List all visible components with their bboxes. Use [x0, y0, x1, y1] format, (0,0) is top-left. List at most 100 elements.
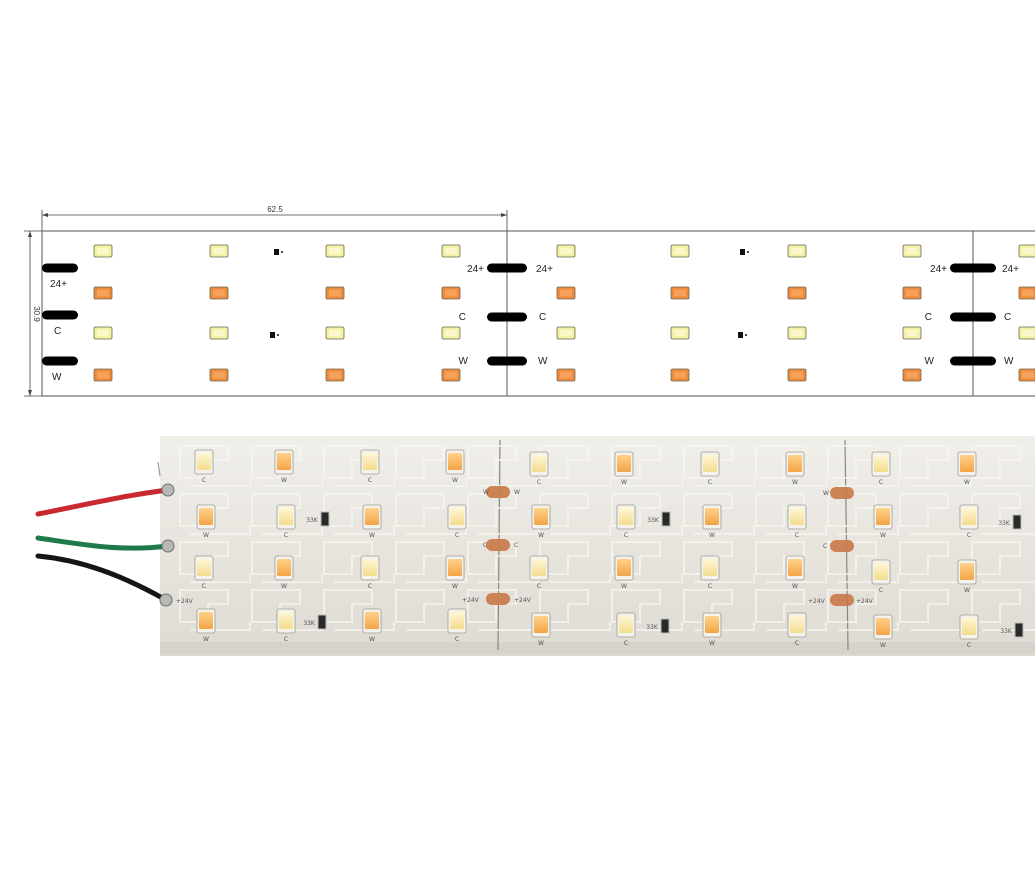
led-lens	[365, 508, 379, 525]
led-lens	[619, 508, 633, 525]
led-lens	[1022, 329, 1034, 337]
copper-trace	[262, 526, 323, 535]
led-silk-cool: C	[624, 640, 628, 647]
led-silk-warm: W	[964, 479, 970, 486]
resistor	[320, 511, 330, 527]
copper-trace	[755, 445, 805, 479]
copper-trace	[622, 574, 683, 583]
copper-trace	[251, 589, 301, 623]
copper-trace	[755, 589, 805, 623]
copper-trace	[550, 622, 611, 631]
copper-trace	[910, 478, 971, 487]
led-silk-warm: W	[452, 477, 458, 484]
pad-silk-plus: +24V	[808, 598, 826, 605]
copper-trace	[694, 526, 755, 535]
led-lens	[788, 559, 802, 576]
led-lens	[197, 559, 211, 576]
copper-trace	[467, 541, 517, 575]
copper-trace	[622, 622, 683, 631]
led-silk-cool: C	[879, 479, 883, 486]
led-lens	[213, 289, 225, 297]
led-silk-warm: W	[369, 532, 375, 539]
led-lens	[960, 563, 974, 580]
copper-trace	[899, 445, 949, 479]
led-lens	[445, 247, 457, 255]
pad-silk-warm: W	[483, 489, 489, 496]
pad-label-cool: C	[539, 312, 546, 323]
resistor	[317, 614, 327, 630]
led-lens	[532, 559, 546, 576]
resistor-dot	[747, 251, 749, 253]
led-silk-cool: C	[708, 479, 712, 486]
drawing-solder-pads	[42, 263, 996, 366]
led-lens	[962, 508, 976, 525]
led-silk-cool: C	[455, 636, 459, 643]
copper-trace	[838, 478, 899, 487]
led-silk-warm: W	[281, 583, 287, 590]
led-lens	[534, 508, 548, 525]
solder-pad	[486, 539, 510, 551]
led-lens	[199, 508, 213, 525]
led-silk-cool: C	[284, 532, 288, 539]
led-lens	[674, 247, 686, 255]
led-silk-warm: W	[621, 479, 627, 486]
green-wire	[35, 535, 171, 551]
copper-trace	[611, 541, 661, 575]
pad-label-cool: C	[54, 326, 61, 337]
led-silk-cool: C	[202, 477, 206, 484]
pad-silk-plus: +24V	[856, 598, 874, 605]
pad-silk-plus: +24V	[514, 597, 532, 604]
led-silk-cool: C	[624, 532, 628, 539]
led-silk-warm: W	[538, 532, 544, 539]
resistor-mark	[270, 332, 275, 338]
led-lens	[277, 453, 291, 470]
copper-trace	[334, 526, 395, 535]
led-lens	[674, 371, 686, 379]
black-wire	[35, 553, 169, 603]
led-lens	[1022, 247, 1034, 255]
height-dimension-label: 30.9	[32, 306, 41, 322]
led-lens	[213, 247, 225, 255]
copper-trace	[766, 526, 827, 535]
led-silk-cool: C	[537, 479, 541, 486]
copper-trace	[395, 445, 445, 479]
led-silk-cool: C	[202, 583, 206, 590]
solder-pad	[42, 310, 78, 320]
resistor-silk: 33K	[1000, 628, 1013, 635]
led-lens	[445, 289, 457, 297]
copper-trace	[755, 541, 805, 575]
pad-silk-plus: +24V	[462, 597, 480, 604]
resistor	[1014, 622, 1024, 638]
resistor-silk: 33K	[303, 620, 316, 627]
resistor	[1012, 514, 1022, 530]
copper-trace	[611, 493, 661, 527]
led-lens	[213, 329, 225, 337]
solder-pad	[487, 312, 527, 322]
solder-pad	[487, 356, 527, 366]
led-lens	[97, 329, 109, 337]
led-silk-warm: W	[538, 640, 544, 647]
copper-trace	[611, 589, 661, 623]
pad-label-warm: W	[1004, 356, 1014, 367]
pad-silk-cool: C	[823, 543, 827, 550]
led-lens	[790, 508, 804, 525]
led-lens	[906, 371, 918, 379]
led-silk-warm: W	[203, 532, 209, 539]
copper-trace	[179, 589, 229, 623]
led-silk-cool: C	[455, 532, 459, 539]
copper-trace	[766, 574, 827, 583]
led-lens	[97, 247, 109, 255]
led-lens	[279, 612, 293, 629]
pad-label-plus: 24+	[467, 264, 484, 275]
led-silk-warm: W	[880, 532, 886, 539]
photo-led-array	[194, 449, 979, 640]
led-lens	[906, 289, 918, 297]
copper-trace	[323, 445, 373, 479]
led-lens	[363, 453, 377, 470]
copper-trace	[190, 574, 251, 583]
led-silk-cool: C	[967, 532, 971, 539]
solder-pad	[830, 540, 854, 552]
pad-label-warm: W	[459, 356, 469, 367]
